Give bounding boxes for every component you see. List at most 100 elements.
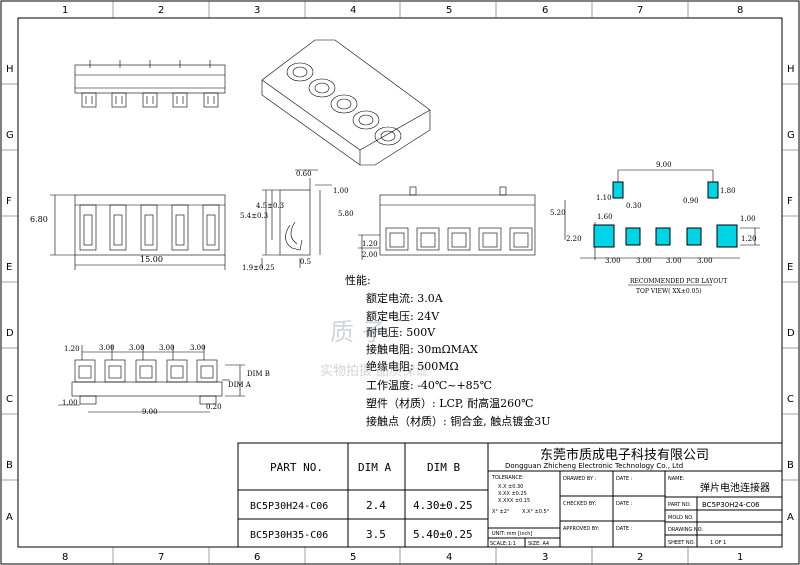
pcb-pad [686,227,702,246]
name-label: NAME: [668,476,685,482]
col-label: 3 [254,5,260,16]
dim-label: 3.00 [666,257,682,265]
dim-label: 1.20 [64,345,80,353]
dim-label: 3.00 [190,344,206,352]
top-front-view [74,60,226,108]
col-label: 8 [62,552,68,563]
dim-label: DIM A [228,381,252,389]
dim-label: 3.00 [697,257,713,265]
col-label: 7 [637,5,643,16]
dim-label: 5.80 [338,210,354,218]
date-label: DATE : [616,501,633,507]
row-label: B [6,460,13,471]
dim-label: 1.10 [596,194,612,202]
row-label: D [6,328,14,339]
col-label: 1 [737,552,743,563]
dim-width: 15.00 [140,255,163,264]
part-no-label: PART NO. [668,502,691,508]
dim-label: DIM B [247,370,270,378]
dim-label: 3.00 [129,344,145,352]
pcb-subtitle: TOP VIEW( XX±0.05) [636,288,702,295]
col-label: 2 [637,552,643,563]
dim-label: 0.30 [626,202,642,210]
date-label: DATE : [616,526,633,532]
angle-tolerance: X° ±2° [492,509,510,515]
table-cell: 3.5 [366,528,386,541]
mold-no-label: MOLD NO. [668,515,694,521]
dim-label: 0.20 [206,403,222,411]
dim-label: 1.20 [741,235,757,243]
pcb-pad [655,227,671,246]
row-label: H [6,64,14,75]
table-cell: BC5P30H24-C06 [250,501,328,512]
row-label: E [6,262,12,273]
col-label: 8 [737,5,743,16]
bottom-view [58,345,245,413]
specs-block: 性能: 额定电流: 3.0A 额定电压: 24V 耐电压: 500V 接触电阻:… [345,273,550,428]
dim-label: 3.00 [99,344,115,352]
dim-label: 1.80 [720,187,736,195]
dim-label: 5.20 [550,209,566,217]
spec-line: 额定电压: 24V [366,309,440,323]
spec-line: 工作温度: -40℃~+85℃ [366,378,492,392]
dim-label: 9.00 [656,161,672,169]
col-label: 5 [446,5,452,16]
size-label: SIZE: A4 [528,541,549,547]
col-label: 1 [62,5,68,16]
row-label: D [787,328,795,339]
scale-label: SCALE:1:1 [490,541,516,547]
front-view [50,194,226,270]
dim-label: 1.60 [597,213,613,221]
dim-label: 1.00 [62,399,78,407]
row-label: A [6,512,13,523]
date-label: DATE : [616,476,633,482]
tolerance-line: X.XXX ±0.15 [498,498,530,504]
table-header: DIM A [358,461,391,474]
col-label: 4 [350,5,356,16]
pcb-pad [707,181,719,199]
table-cell: BC5P30H35-C06 [250,530,328,541]
table-cell: 2.4 [366,499,386,512]
pcb-layout [564,169,760,260]
rear-view [358,186,536,260]
tolerance-line: X.XX ±0.25 [498,491,527,497]
table-header: PART NO. [270,461,323,474]
dim-height: 6.80 [30,215,48,224]
row-label: H [787,64,795,75]
row-label: E [787,262,793,273]
col-label: 4 [446,552,452,563]
watermark-text: 实物拍摄 品质保证 [320,364,428,379]
col-label: 6 [254,552,260,563]
approved-by-label: APPROVED BY: [563,526,599,532]
part-no-value: BC5P30H24-C06 [702,501,760,509]
dim-label: 3.00 [636,257,652,265]
angle-tolerance: X.X° ±0.5° [522,509,550,515]
pcb-pad [612,181,624,199]
dim-label: 1.20 [362,240,378,248]
dim-label: 0.5 [300,258,311,266]
pcb-pad [593,224,615,248]
table-header: DIM B [427,461,460,474]
row-label: G [787,130,795,141]
row-label: B [787,460,794,471]
tolerance-line: X.X ±0.30 [498,484,523,490]
dim-label: 9.00 [142,408,158,416]
dim-label: 0.90 [683,197,699,205]
row-label: F [6,196,12,207]
dim-label: 5.4±0.3 [240,212,268,220]
table-cell: 5.40±0.25 [413,528,473,541]
col-label: 3 [542,552,548,563]
spec-line: 额定电流: 3.0A [366,291,444,305]
row-label: A [787,512,794,523]
tolerance-label: TOLERANCE: [491,475,524,481]
checked-by-label: CHECKED BY: [563,501,596,507]
company-name-en: Dongguan Zhicheng Electronic Technology … [505,462,683,470]
product-name: 弹片电池连接器 [700,481,770,494]
col-label: 5 [350,552,356,563]
pcb-pads [593,181,738,248]
parts-table: PART NO. DIM A DIM B BC5P30H24-C06 2.4 4… [250,461,473,541]
dim-label: 1.00 [333,187,349,195]
dim-label: 1.9±0.25 [242,264,275,272]
drawing-no-label: DRAWING NO. [668,527,703,533]
